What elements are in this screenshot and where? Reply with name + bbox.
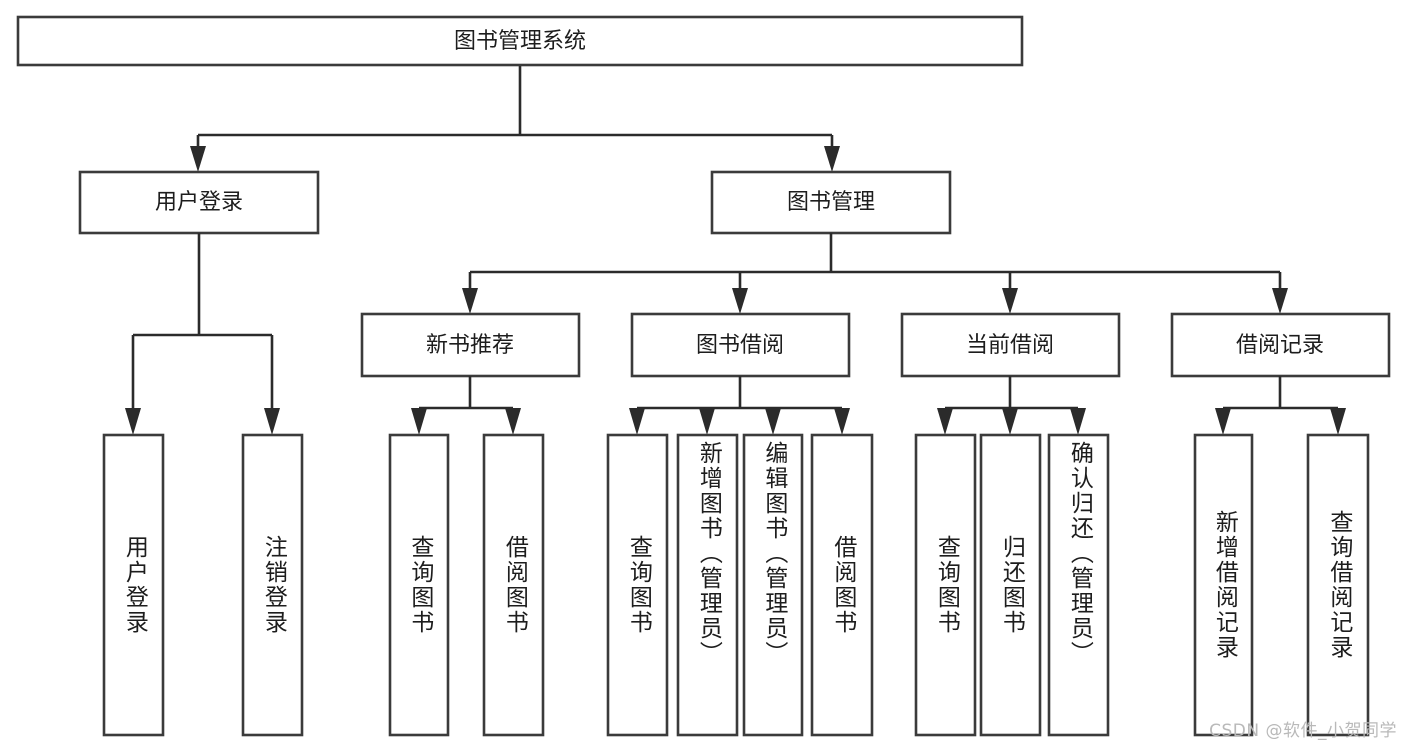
node-root-box[interactable] [16, 15, 1024, 67]
arrow-head-leaf-logout [264, 408, 280, 435]
arrow-head-borrow-record [1272, 288, 1288, 314]
node-leaf-query-book-current-box[interactable] [914, 433, 977, 737]
node-leaf-user-login-box[interactable] [102, 433, 165, 737]
node-user-login-label: 用户登录 [155, 190, 243, 215]
node-book-management[interactable]: 图书管理 [710, 170, 952, 235]
arrow-head-leaf-add-record [1215, 408, 1231, 435]
arrow-head-leaf-borrow-book [834, 408, 850, 435]
arrow-head-leaf-confirm-return [1070, 408, 1086, 435]
node-book-management-box[interactable] [710, 170, 952, 235]
node-user-login[interactable]: 用户登录 [78, 170, 320, 235]
node-leaf-edit-book-box[interactable] [742, 433, 804, 737]
arrow-head-leaf-edit-book [765, 408, 781, 435]
node-book-borrow[interactable]: 图书借阅 [630, 312, 851, 378]
node-leaf-logout-box[interactable] [241, 433, 304, 737]
arrow-head-user-login [190, 146, 206, 172]
node-leaf-return-book-box[interactable] [979, 433, 1042, 737]
node-leaf-borrow-book-rec-box[interactable] [482, 433, 545, 737]
node-leaf-query-book-rec-box[interactable] [388, 433, 450, 737]
connector-new-book-recommend-to-leaves [411, 376, 521, 435]
node-book-borrow-box[interactable] [630, 312, 851, 378]
node-book-management-label: 图书管理 [787, 190, 875, 215]
connector-book-management-to-level3 [462, 233, 1288, 314]
arrow-head-leaf-query-record [1330, 408, 1346, 435]
connector-borrow-record-to-leaves [1215, 376, 1346, 435]
arrow-head-book-management [824, 146, 840, 172]
node-new-book-recommend-label: 新书推荐 [426, 333, 514, 358]
node-leaf-query-record-box[interactable] [1306, 433, 1370, 737]
node-leaf-confirm-return-box[interactable] [1047, 433, 1110, 737]
arrow-head-leaf-return-book [1002, 408, 1018, 435]
node-borrow-record[interactable]: 借阅记录 [1170, 312, 1391, 378]
connector-root-to-level2 [190, 65, 840, 172]
node-new-book-recommend[interactable]: 新书推荐 [360, 312, 581, 378]
connector-book-borrow-to-leaves [629, 376, 850, 435]
arrow-head-leaf-query-book-rec [411, 408, 427, 435]
node-root-label: 图书管理系统 [454, 29, 586, 54]
node-book-borrow-label: 图书借阅 [696, 333, 784, 358]
arrow-head-leaf-query-book-current [937, 408, 953, 435]
node-leaf-add-record-box[interactable] [1193, 433, 1254, 737]
connector-current-borrow-to-leaves [937, 376, 1086, 435]
node-root[interactable]: 图书管理系统 [16, 15, 1024, 67]
arrow-head-leaf-add-book [699, 408, 715, 435]
arrow-head-leaf-query-book-borrow [629, 408, 645, 435]
arrow-head-current-borrow [1002, 288, 1018, 314]
node-leaf-add-book-box[interactable] [676, 433, 739, 737]
node-leaf-query-book-borrow-box[interactable] [606, 433, 669, 737]
node-borrow-record-label: 借阅记录 [1236, 333, 1324, 358]
node-current-borrow[interactable]: 当前借阅 [900, 312, 1121, 378]
node-current-borrow-box[interactable] [900, 312, 1121, 378]
node-new-book-recommend-box[interactable] [360, 312, 581, 378]
node-current-borrow-label: 当前借阅 [966, 333, 1054, 358]
arrow-head-new-book-recommend [462, 288, 478, 314]
arrow-head-leaf-borrow-book-rec [505, 408, 521, 435]
arrow-head-leaf-user-login [125, 408, 141, 435]
node-borrow-record-box[interactable] [1170, 312, 1391, 378]
connector-user-login-to-leaves [125, 233, 280, 435]
arrow-head-book-borrow [732, 288, 748, 314]
node-leaf-borrow-book-box[interactable] [810, 433, 874, 737]
